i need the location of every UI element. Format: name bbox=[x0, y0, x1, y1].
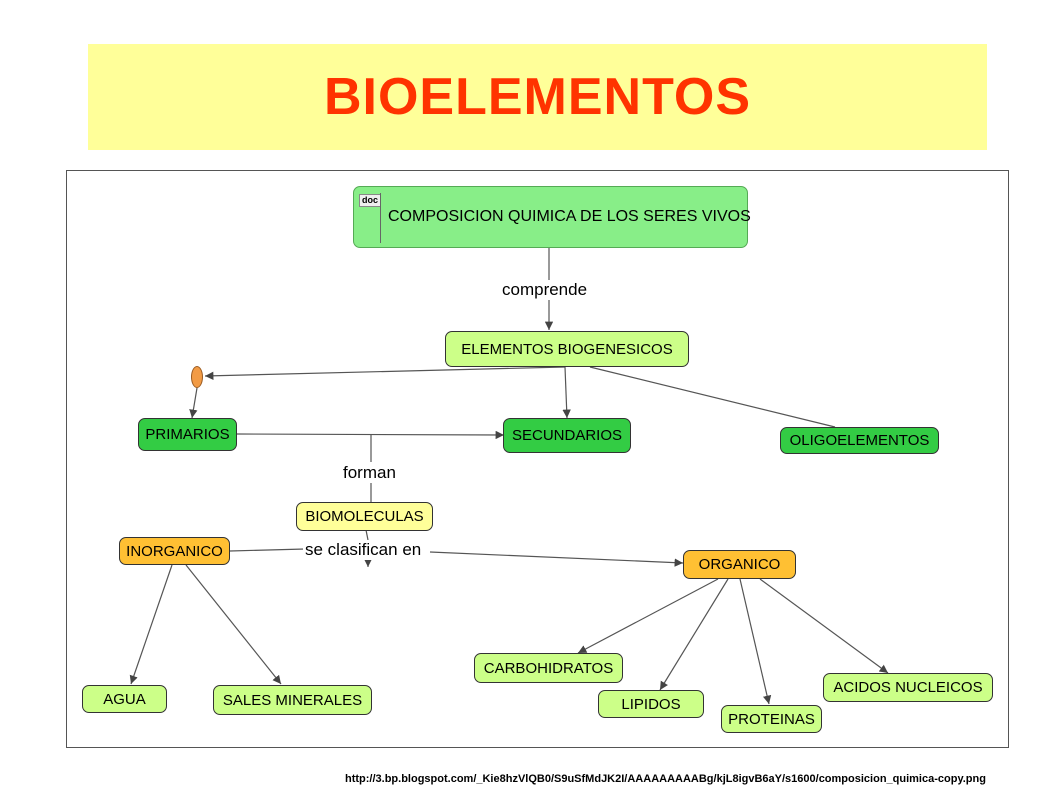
node-carbohidratos-label: CARBOHIDRATOS bbox=[483, 659, 614, 677]
node-organico-label: ORGANICO bbox=[698, 556, 781, 573]
node-acidos-nucleicos-label: ACIDOS NUCLEICOS bbox=[833, 679, 983, 696]
node-acidos-nucleicos[interactable]: ACIDOS NUCLEICOS bbox=[823, 673, 993, 702]
connector-oval-node[interactable] bbox=[191, 366, 203, 388]
node-oligoelementos[interactable]: OLIGOELEMENTOS bbox=[780, 427, 939, 454]
link-elementos-oligoelementos bbox=[589, 366, 836, 428]
source-url: http://3.bp.blogspot.com/_Kie8hzVlQB0/S9… bbox=[345, 773, 986, 785]
node-inorganico-label: INORGANICO bbox=[126, 542, 223, 560]
link-inorganico-sales bbox=[185, 564, 282, 685]
node-agua-label: AGUA bbox=[103, 690, 146, 708]
link-clasifican-organico bbox=[429, 551, 684, 567]
concept-map-frame bbox=[66, 170, 1009, 748]
link-elementos-oval bbox=[204, 366, 566, 380]
node-sales-minerales-label: SALES MINERALES bbox=[222, 691, 363, 709]
link-oval-primarios bbox=[189, 387, 198, 419]
node-primarios[interactable]: PRIMARIOS bbox=[138, 418, 237, 451]
node-elementos-biogenesicos[interactable]: ELEMENTOS BIOGENESICOS bbox=[445, 331, 689, 367]
link-inorganico-agua bbox=[129, 564, 173, 685]
link-label-forman: forman bbox=[341, 463, 398, 483]
title-banner: BIOELEMENTOS bbox=[88, 44, 987, 150]
node-proteinas-label: PROTEINAS bbox=[728, 710, 815, 728]
link-inorganico-clasifican bbox=[229, 548, 306, 552]
link-biomoleculas-clasifican bbox=[365, 529, 369, 541]
node-biomoleculas-label: BIOMOLECULAS bbox=[305, 508, 424, 525]
node-secundarios[interactable]: SECUNDARIOS bbox=[503, 418, 631, 453]
node-lipidos-label: LIPIDOS bbox=[621, 695, 681, 713]
page-title: BIOELEMENTOS bbox=[323, 68, 752, 126]
doc-icon[interactable]: doc bbox=[359, 194, 382, 207]
link-elementos-secundarios bbox=[562, 366, 571, 419]
node-elementos-biogenesicos-label: ELEMENTOS BIOGENESICOS bbox=[461, 340, 673, 358]
node-oligoelementos-label: OLIGOELEMENTOS bbox=[789, 432, 930, 449]
node-lipidos[interactable]: LIPIDOS bbox=[598, 690, 704, 718]
node-agua[interactable]: AGUA bbox=[82, 685, 167, 713]
node-organico[interactable]: ORGANICO bbox=[683, 550, 796, 579]
node-carbohidratos[interactable]: CARBOHIDRATOS bbox=[474, 653, 623, 683]
node-biomoleculas[interactable]: BIOMOLECULAS bbox=[296, 502, 433, 531]
link-organico-lipidos bbox=[659, 578, 729, 691]
node-proteinas[interactable]: PROTEINAS bbox=[721, 705, 822, 733]
node-primarios-label: PRIMARIOS bbox=[145, 426, 230, 443]
link-organico-acidos bbox=[759, 578, 889, 674]
node-secundarios-label: SECUNDARIOS bbox=[511, 427, 623, 444]
link-organico-carbohidratos bbox=[577, 578, 719, 654]
link-label-se-clasifican-en: se clasifican en bbox=[303, 540, 424, 560]
node-root-label: COMPOSICION QUIMICA DE LOS SERES VIVOS bbox=[388, 208, 751, 225]
node-sales-minerales[interactable]: SALES MINERALES bbox=[213, 685, 372, 715]
node-inorganico[interactable]: INORGANICO bbox=[119, 537, 230, 565]
link-organico-proteinas bbox=[739, 578, 772, 705]
node-root[interactable]: doc COMPOSICION QUIMICA DE LOS SERES VIV… bbox=[353, 186, 751, 248]
link-label-comprende: comprende bbox=[500, 280, 590, 300]
doc-divider bbox=[380, 193, 381, 243]
